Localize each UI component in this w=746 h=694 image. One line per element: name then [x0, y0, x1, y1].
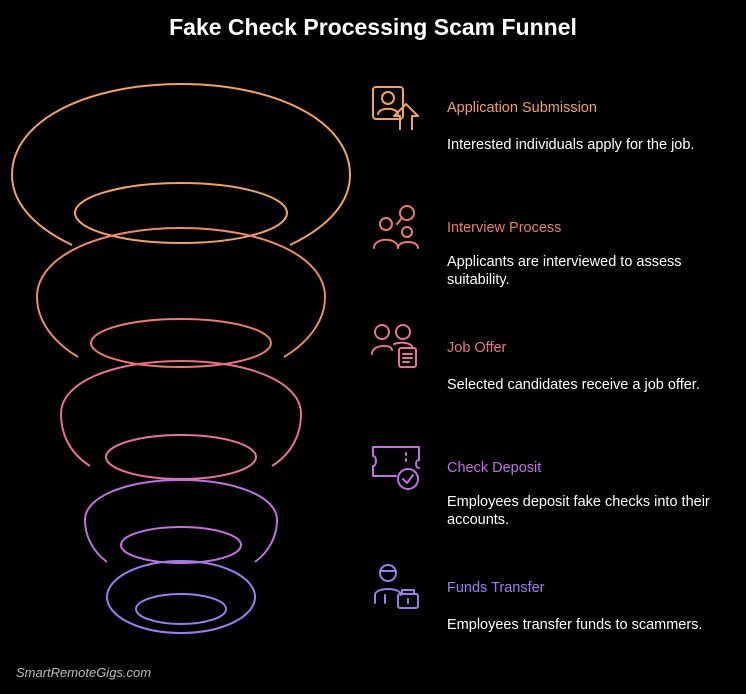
- watermark: SmartRemoteGigs.com: [16, 665, 152, 680]
- funnel-ring-inner-5: [135, 593, 227, 625]
- stage-description-job-offer: Selected candidates receive a job offer.: [447, 377, 700, 393]
- page-title: Fake Check Processing Scam Funnel: [169, 14, 577, 40]
- funnel-ring-outer-1: [10, 82, 352, 246]
- stage-label-interview-process: Interview Process: [447, 220, 562, 236]
- funnel-ring-inner-1: [74, 182, 288, 244]
- funnel-ring-outer-5: [106, 560, 256, 634]
- funnel-ring-inner-4: [120, 526, 242, 564]
- applicant-upload-icon: [372, 86, 419, 130]
- stage-description-funds-transfer: Employees transfer funds to scammers.: [447, 617, 703, 633]
- stage-label-application-submission: Application Submission: [447, 100, 597, 116]
- stage-description-interview-process: Applicants are interviewed to assess sui…: [447, 254, 682, 288]
- stage-description-application-submission: Interested individuals apply for the job…: [447, 137, 695, 153]
- funnel-ring-outer-4: [83, 478, 279, 563]
- job-offer-people-document-icon: [371, 324, 417, 368]
- funnel-ring-inner-2: [90, 318, 272, 368]
- funnel-ring-outer-2: [35, 226, 327, 358]
- funds-transfer-person-wallet-icon: [374, 564, 419, 609]
- stage-label-funds-transfer: Funds Transfer: [447, 580, 545, 596]
- check-deposit-ticket-icon: [372, 446, 420, 490]
- stage-description-check-deposit: Employees deposit fake checks into their…: [447, 494, 710, 528]
- funnel-ring-inner-3: [105, 434, 257, 480]
- funnel-ring-outer-3: [59, 359, 303, 467]
- stage-label-job-offer: Job Offer: [447, 340, 507, 356]
- interview-people-icon: [373, 205, 419, 249]
- stage-label-check-deposit: Check Deposit: [447, 460, 542, 476]
